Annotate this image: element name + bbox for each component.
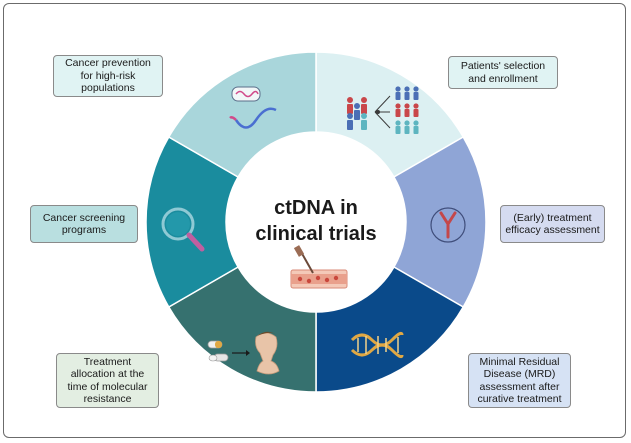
- antibody-icon: [430, 207, 466, 243]
- blood-vessel-icon: [290, 245, 348, 289]
- box-mrd-assessment: Minimal Residual Disease (MRD) assessmen…: [468, 353, 571, 408]
- center-title-line1: ctDNA in: [274, 197, 358, 219]
- box-mrd-assessment-text: Minimal Residual Disease (MRD) assessmen…: [477, 355, 562, 406]
- magnifier-icon: [161, 207, 205, 252]
- box-patients-selection: Patients' selection and enrollment: [448, 56, 558, 89]
- box-cancer-screening: Cancer screening programs: [30, 205, 138, 243]
- box-treatment-allocation: Treatment allocation at the time of mole…: [56, 353, 159, 408]
- box-cancer-screening-text: Cancer screening programs: [42, 211, 126, 237]
- box-cancer-prevention-text: Cancer prevention for high-risk populati…: [65, 57, 151, 95]
- center-circle: [226, 132, 406, 312]
- dna-strand-icon: [229, 86, 277, 129]
- patient-selection-icon: [347, 86, 419, 134]
- dna-helix-icon: [350, 331, 404, 359]
- box-cancer-prevention: Cancer prevention for high-risk populati…: [53, 55, 163, 97]
- box-treatment-efficacy: (Early) treatment efficacy assessment: [500, 205, 605, 243]
- center-title-line2: clinical trials: [255, 223, 376, 245]
- box-treatment-efficacy-text: (Early) treatment efficacy assessment: [505, 211, 600, 237]
- pill-to-patient-icon: [207, 331, 280, 375]
- box-patients-selection-text: Patients' selection and enrollment: [460, 60, 546, 85]
- figure-frame: [3, 3, 626, 438]
- box-treatment-allocation-text: Treatment allocation at the time of mole…: [67, 355, 148, 406]
